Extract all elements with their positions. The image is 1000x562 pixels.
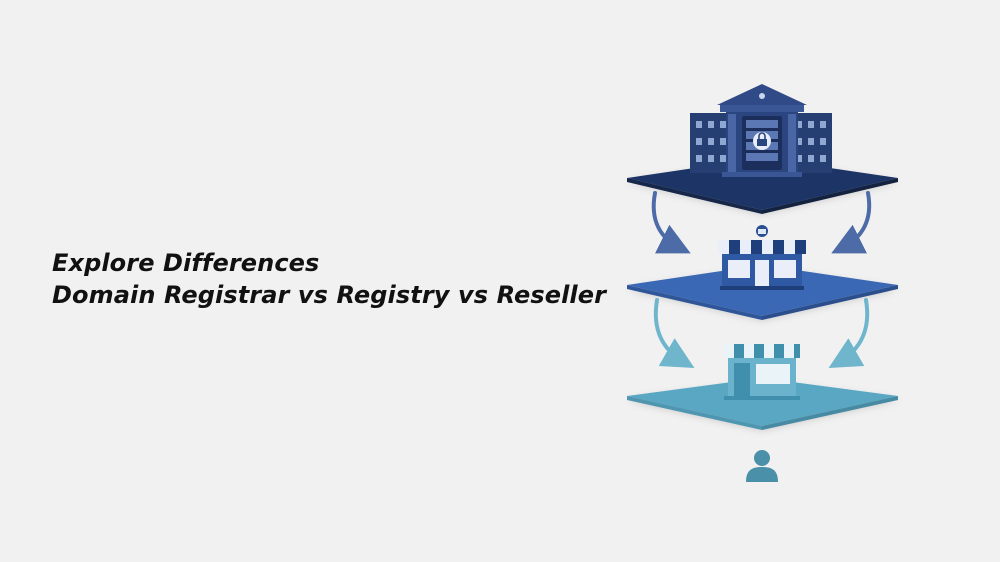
user-icon — [746, 450, 778, 482]
registrar-tier — [627, 225, 898, 320]
reseller-platform — [627, 378, 898, 426]
reseller-store-icon — [724, 344, 800, 400]
arrow-registry-to-registrar-left — [651, 191, 691, 254]
arrow-registrar-to-reseller-right — [828, 298, 870, 368]
registrar-platform — [627, 265, 898, 316]
registry-tier — [627, 84, 898, 214]
arrow-registrar-to-reseller-left — [653, 298, 695, 368]
reseller-tier — [627, 344, 898, 430]
headline: Explore Differences Domain Registrar vs … — [52, 247, 606, 311]
registry-building-icon — [690, 84, 832, 177]
registrar-store-icon — [718, 225, 806, 290]
headline-line-1: Explore Differences — [52, 249, 320, 277]
headline-line-2: Domain Registrar vs Registry vs Reseller — [52, 281, 607, 309]
arrow-registry-to-registrar-right — [831, 191, 872, 254]
